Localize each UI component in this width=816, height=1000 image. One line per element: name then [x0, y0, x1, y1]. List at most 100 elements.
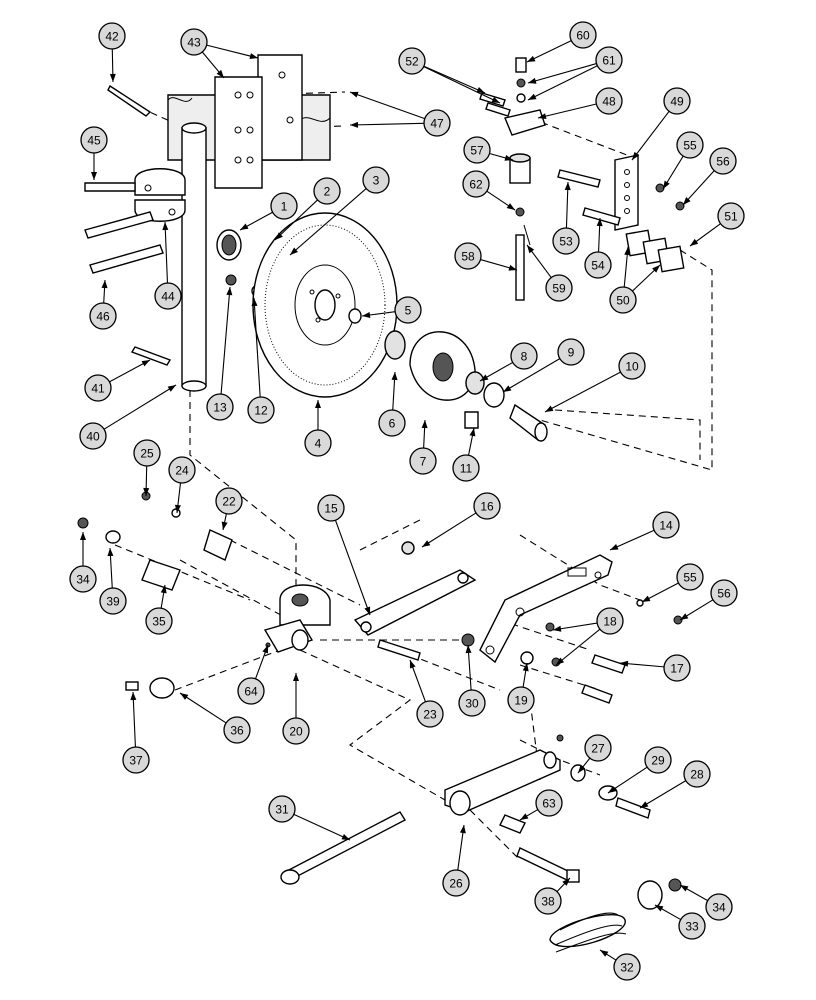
leader-arrow-47 [350, 121, 359, 128]
callout-label: 38 [541, 895, 555, 909]
leader-arrow-45 [91, 172, 97, 180]
callout-48: 48 [595, 87, 623, 115]
callout-52: 52 [398, 47, 426, 75]
callout-13: 13 [206, 393, 234, 421]
callout-label: 37 [129, 754, 143, 768]
callout-circle [507, 686, 535, 714]
callout-circle [180, 28, 208, 56]
leader-arrow-47 [350, 91, 359, 98]
callout-58: 58 [454, 242, 482, 270]
callout-12: 12 [247, 396, 275, 424]
leader-line-48 [537, 103, 597, 119]
leader-arrow-18 [553, 625, 562, 632]
callout-circle [644, 746, 672, 774]
leader-line-44 [164, 221, 169, 284]
leader-arrow-34 [680, 885, 689, 892]
callout-label: 61 [602, 54, 616, 68]
callout-32: 32 [613, 953, 641, 981]
callout-label: 11 [460, 462, 473, 476]
callout-circle [237, 677, 265, 705]
leader-arrow-32 [600, 950, 609, 957]
leader-arrow-52 [476, 87, 485, 93]
standard-tube-40 [181, 122, 207, 392]
leader-arrow-2 [275, 232, 283, 240]
callout-1: 1 [270, 192, 298, 220]
callout-circle [268, 795, 296, 823]
callout-circle [663, 654, 691, 682]
callout-label: 9 [568, 346, 575, 360]
callout-10: 10 [618, 352, 646, 380]
seal-9 [483, 382, 505, 408]
callout-label: 55 [683, 139, 697, 153]
callout-19: 19 [507, 686, 535, 714]
callout-circle [84, 374, 112, 402]
rod-31 [280, 811, 406, 885]
callout-label: 41 [91, 382, 105, 396]
callout-label: 50 [616, 294, 630, 308]
leader-arrow-60 [527, 55, 536, 62]
leader-arrow-10 [545, 405, 554, 412]
callout-circle [596, 607, 624, 635]
assembly-dashed-lines [114, 91, 713, 861]
callout-17: 17 [663, 654, 691, 682]
leader-arrow-23 [409, 660, 416, 669]
callout-circle [416, 700, 444, 728]
callout-41: 41 [84, 374, 112, 402]
leader-arrow-13 [226, 287, 233, 296]
callout-15: 15 [317, 494, 345, 522]
leader-arrow-5 [362, 311, 371, 318]
bearing-8 [465, 371, 485, 395]
leader-arrow-14 [610, 543, 619, 550]
callout-label: 4 [315, 437, 322, 451]
callout-60: 60 [569, 21, 597, 49]
leader-arrow-15 [364, 606, 371, 615]
leader-line-10 [544, 371, 621, 413]
leader-arrow-41 [141, 360, 150, 367]
callout-22: 22 [215, 487, 243, 515]
hardware-mid [377, 599, 683, 704]
callout-4: 4 [304, 429, 332, 457]
leader-line-9 [502, 358, 561, 393]
callout-label: 46 [96, 310, 110, 324]
leader-arrow-62 [506, 203, 515, 210]
leader-arrow-42 [109, 73, 116, 82]
leader-arrow-49 [632, 151, 640, 160]
callout-circle [584, 734, 612, 762]
leader-line-49 [631, 111, 670, 161]
callout-label: 40 [86, 430, 100, 444]
leader-arrow-38 [562, 878, 570, 886]
callout-circle [168, 456, 196, 484]
callout-label: 3 [373, 174, 380, 188]
leader-arrow-30 [465, 645, 472, 654]
callout-43: 43 [180, 28, 208, 56]
leader-arrow-1 [240, 223, 249, 230]
nut-34 [668, 878, 682, 892]
callout-circle [618, 352, 646, 380]
callout-27: 27 [584, 734, 612, 762]
callout-36: 36 [223, 716, 251, 744]
callout-circle [705, 893, 733, 921]
leader-arrow-22 [221, 521, 228, 530]
leader-arrow-12 [251, 298, 258, 307]
leader-arrow-43 [216, 69, 224, 78]
callout-18: 18 [596, 607, 624, 635]
callout-56: 56 [709, 147, 737, 175]
callout-circle [709, 147, 737, 175]
callout-label: 49 [670, 95, 684, 109]
leader-arrow-46 [101, 280, 108, 289]
bolt-11 [464, 411, 479, 429]
leader-arrow-54 [596, 218, 603, 227]
callout-label: 35 [152, 615, 166, 629]
callout-circle [452, 454, 480, 482]
callout-circle [394, 296, 422, 324]
callout-31: 31 [268, 795, 296, 823]
leader-arrow-50 [624, 247, 631, 256]
nut-13 [225, 274, 237, 286]
callout-9: 9 [557, 338, 585, 366]
leader-arrow-31 [341, 833, 350, 840]
right-plate-parts [557, 154, 685, 273]
leader-arrow-18 [556, 657, 565, 665]
leader-arrow-55 [642, 595, 651, 602]
leader-arrow-29 [608, 786, 617, 793]
callout-circle [678, 912, 706, 940]
